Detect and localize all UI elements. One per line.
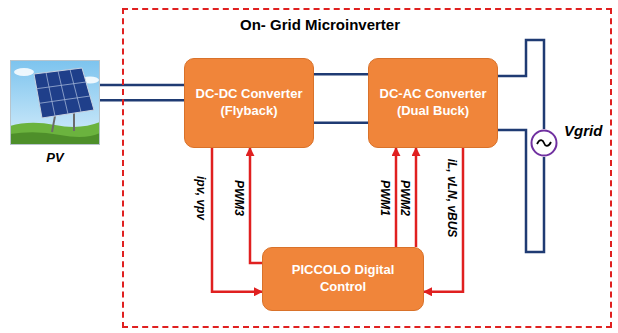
power-wire (100, 84, 184, 87)
signal-arrow (424, 148, 463, 292)
power-wire (314, 122, 368, 125)
grid-source: Vgrid (530, 129, 558, 157)
power-wire (100, 99, 184, 102)
source-circle (532, 131, 557, 156)
grid-wire (498, 40, 544, 129)
ac-source-symbol (530, 129, 558, 157)
signal-label: PWM3 (232, 179, 246, 217)
grid-label: Vgrid (564, 122, 602, 139)
region-heading: On- Grid Microinverter (240, 16, 400, 33)
converter-box: DC-AC Converter (Dual Buck) (368, 58, 498, 148)
pv-panel: PV (10, 60, 100, 145)
signal-arrow (212, 148, 262, 292)
sine-symbol (537, 140, 551, 146)
box-text: DC-DC Converter (Flyback) (189, 86, 309, 120)
box-text: PICCOLO Digital Control (267, 262, 419, 296)
converter-box: DC-DC Converter (Flyback) (184, 58, 314, 148)
signal-arrow (415, 148, 418, 247)
controller-box: PICCOLO Digital Control (262, 247, 424, 311)
power-wire (314, 73, 368, 76)
microinverter-region: On- Grid MicroinverterDC-DC Converter (F… (122, 8, 612, 328)
box-text: DC-AC Converter (Dual Buck) (373, 86, 493, 120)
solar-panel-picture (10, 60, 100, 145)
signal-label: PWM2 (398, 179, 412, 217)
signal-arrow (250, 148, 262, 263)
signal-label: PWM1 (378, 179, 392, 217)
signal-label: iL, vLN, vBUS (445, 157, 459, 238)
panel-label: PV (11, 150, 99, 165)
signal-arrow (395, 148, 398, 247)
signal-label: ipv, vpv (194, 174, 208, 220)
